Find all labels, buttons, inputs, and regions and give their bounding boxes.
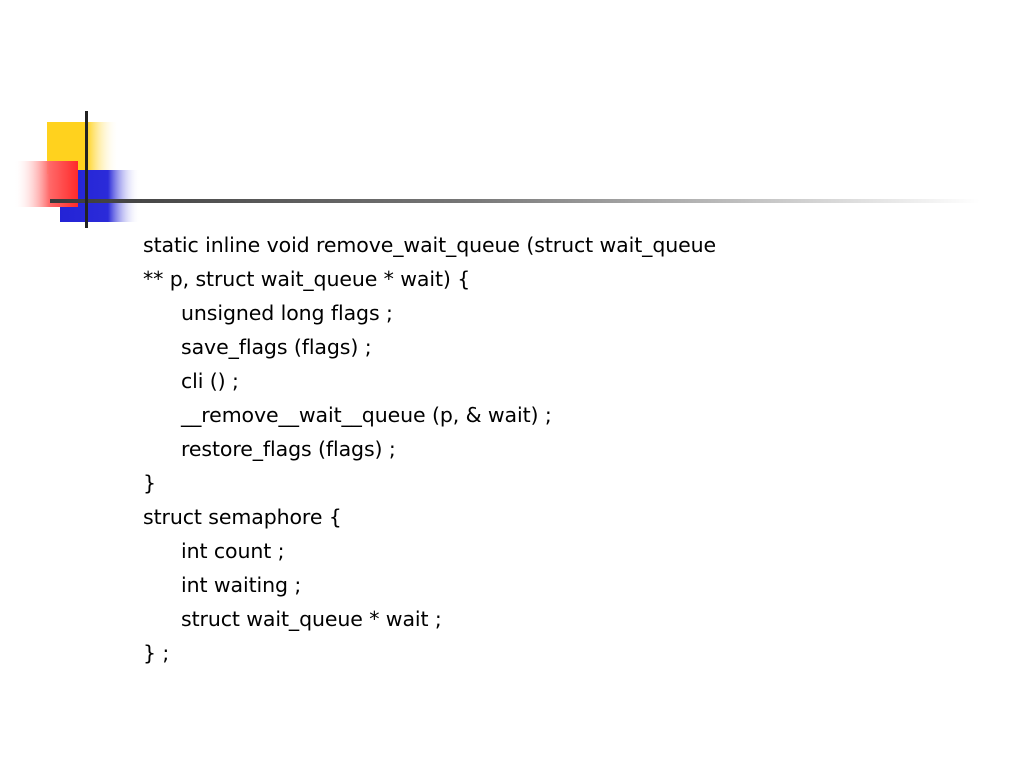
code-line: save_flags (flags) ; xyxy=(181,335,372,359)
code-line: struct wait_queue * wait ; xyxy=(181,607,442,631)
code-line: restore_flags (flags) ; xyxy=(181,437,396,461)
vertical-rule xyxy=(85,111,88,228)
code-line: struct semaphore { xyxy=(143,505,342,529)
code-line: cli () ; xyxy=(181,369,239,393)
code-line: __remove__wait__queue (p, & wait) ; xyxy=(181,403,552,427)
code-line: static inline void remove_wait_queue (st… xyxy=(143,233,717,257)
code-line: unsigned long flags ; xyxy=(181,301,393,325)
code-block: static inline void remove_wait_queue (st… xyxy=(143,228,1003,670)
code-line: } xyxy=(143,471,156,495)
code-line: } ; xyxy=(143,641,170,665)
code-line: ** p, struct wait_queue * wait) { xyxy=(143,267,471,291)
code-line: int waiting ; xyxy=(181,573,302,597)
code-line: int count ; xyxy=(181,539,285,563)
horizontal-rule xyxy=(50,199,980,203)
decorative-logo xyxy=(14,111,980,228)
